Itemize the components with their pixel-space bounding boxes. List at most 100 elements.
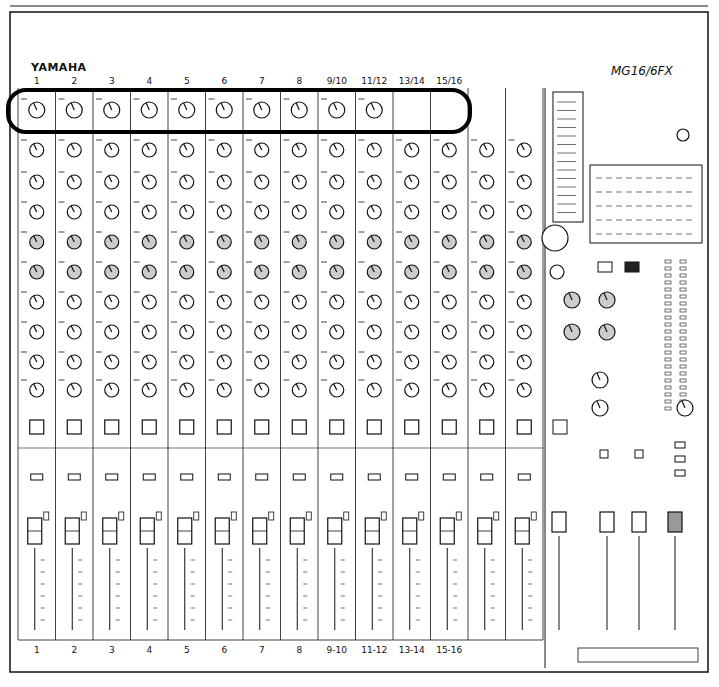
- fader-scale: [416, 620, 420, 621]
- rotary-knob: [179, 102, 195, 118]
- program-line: [557, 212, 576, 213]
- knob-pointer: [334, 176, 337, 182]
- panel-edge: [10, 6, 708, 7]
- knob-pointer: [259, 103, 262, 110]
- fader-line: [178, 531, 192, 532]
- led-indicator: [675, 470, 685, 476]
- scale-tick: [434, 172, 440, 173]
- knob-pointer: [371, 266, 374, 272]
- knob-pointer: [71, 384, 74, 390]
- scale-tick: [21, 292, 27, 293]
- scale-tick: [134, 140, 140, 141]
- channel-number: 3: [108, 76, 116, 87]
- fader-scale: [378, 584, 382, 585]
- fader-scale: [378, 620, 382, 621]
- rotary-knob: [105, 205, 119, 219]
- fader-slot: [639, 536, 640, 630]
- rotary-knob: [217, 355, 231, 369]
- scale-tick: [134, 352, 140, 353]
- knob-pointer: [259, 296, 262, 302]
- fader-scale: [78, 620, 82, 621]
- knob-pointer: [371, 176, 374, 182]
- scale-tick: [471, 292, 477, 293]
- scale-tick: [171, 292, 177, 293]
- scale-tick: [246, 380, 252, 381]
- push-button: [553, 420, 567, 434]
- rotary-knob: [255, 235, 269, 249]
- program-line: [557, 110, 576, 111]
- scale-tick: [284, 172, 290, 173]
- fader-slot: [184, 548, 185, 630]
- strip-divider: [243, 88, 244, 640]
- knob-pointer: [446, 176, 449, 182]
- rotary-knob: [104, 102, 120, 118]
- scale-tick: [471, 322, 477, 323]
- rotary-knob: [255, 355, 269, 369]
- knob-pointer: [184, 103, 187, 110]
- push-button: [180, 420, 194, 434]
- fader-slot: [259, 548, 260, 630]
- scale-tick: [359, 140, 365, 141]
- knob-pointer: [109, 236, 112, 242]
- knob-pointer: [109, 266, 112, 272]
- scale-tick: [59, 172, 65, 173]
- fader-scale: [228, 560, 232, 561]
- fader-slot: [559, 536, 560, 630]
- knob-pointer: [34, 206, 37, 212]
- fader-scale: [191, 572, 195, 573]
- led-indicator: [675, 442, 685, 448]
- rotary-knob: [255, 383, 269, 397]
- strip-divider: [355, 88, 356, 640]
- scale-tick: [509, 262, 515, 263]
- led-indicator: [256, 474, 268, 480]
- group-switch: [531, 512, 536, 520]
- rotary-knob: [367, 143, 381, 157]
- scale-tick: [284, 140, 290, 141]
- scale-tick: [21, 322, 27, 323]
- strip-divider: [168, 88, 169, 640]
- knob-pointer: [446, 356, 449, 362]
- mixer-panel: [10, 12, 708, 672]
- knob-pointer: [484, 176, 487, 182]
- rotary-knob: [30, 235, 44, 249]
- scale-tick: [171, 322, 177, 323]
- strip-divider: [543, 88, 544, 640]
- led-indicator: [368, 474, 380, 480]
- push-button: [105, 420, 119, 434]
- push-button: [142, 420, 156, 434]
- rotary-knob: [217, 265, 231, 279]
- fader-scale: [341, 620, 345, 621]
- scale-tick: [209, 232, 215, 233]
- rotary-knob: [517, 235, 531, 249]
- fader-scale: [341, 572, 345, 573]
- rotary-knob: [517, 265, 531, 279]
- program-line: [557, 204, 576, 205]
- scale-tick: [209, 352, 215, 353]
- scale-tick: [59, 232, 65, 233]
- fader-scale: [78, 596, 82, 597]
- fader-scale: [341, 596, 345, 597]
- fader-cap: [65, 518, 79, 544]
- rotary-knob: [67, 265, 81, 279]
- fader-scale: [116, 620, 120, 621]
- scale-tick: [246, 172, 252, 173]
- fader-scale: [78, 584, 82, 585]
- level-meter-segment: [665, 295, 671, 298]
- knob-pointer: [184, 356, 187, 362]
- rotary-knob: [67, 355, 81, 369]
- strip-divider: [280, 88, 281, 640]
- rotary-knob: [291, 102, 307, 118]
- knob-pointer: [484, 206, 487, 212]
- panel-print: [596, 178, 696, 179]
- scale-tick: [21, 380, 27, 381]
- fader-scale: [378, 572, 382, 573]
- scale-tick: [284, 322, 290, 323]
- knob-pointer: [334, 384, 337, 390]
- fader-slot: [34, 548, 35, 630]
- fader-scale: [416, 596, 420, 597]
- scale-tick: [321, 322, 327, 323]
- scale-tick: [59, 292, 65, 293]
- knob-pointer: [146, 296, 149, 302]
- rotary-knob: [255, 205, 269, 219]
- scale-tick: [471, 380, 477, 381]
